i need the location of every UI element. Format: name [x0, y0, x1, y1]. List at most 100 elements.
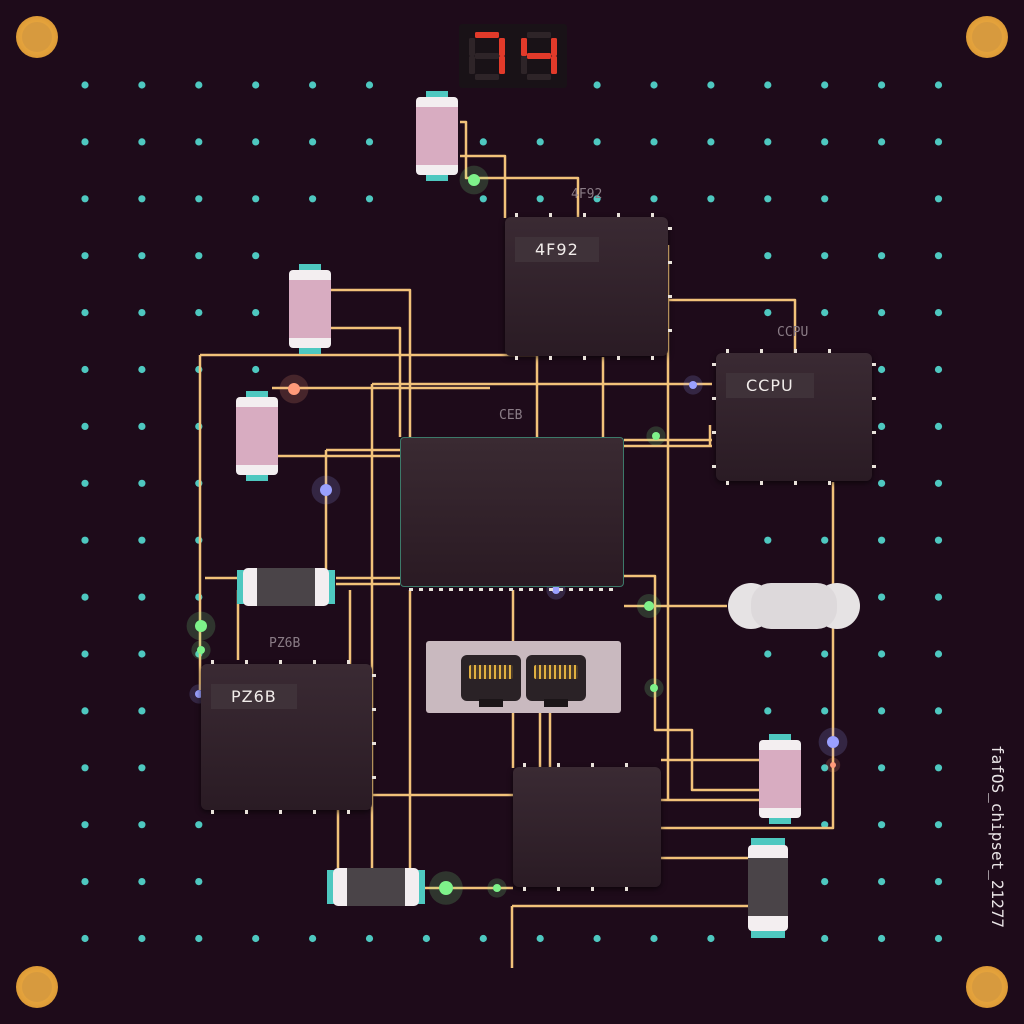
via-icon [252, 309, 260, 317]
capacitor-icon[interactable] [289, 264, 331, 354]
chip-4f92[interactable]: 4F92 [505, 213, 672, 360]
via-icon [934, 593, 943, 601]
via-icon [878, 764, 886, 772]
via-icon [365, 138, 374, 146]
capacitor-icon[interactable] [759, 734, 801, 824]
via-icon [821, 650, 829, 658]
via-icon [934, 707, 943, 715]
chip-main-silkscreen: CEB [499, 408, 523, 423]
via-icon [81, 252, 89, 260]
via-icon [707, 81, 715, 89]
via-icon [821, 81, 829, 89]
seven-segment-digit-icon [475, 74, 499, 80]
via-icon [934, 536, 943, 544]
via-grid [81, 81, 943, 943]
via-icon [764, 195, 772, 203]
via-icon [764, 707, 772, 715]
via-icon [309, 138, 317, 146]
chip-main[interactable] [400, 437, 624, 591]
via-icon [138, 934, 146, 943]
via-icon [878, 707, 886, 715]
seven-segment-digit-icon [527, 53, 551, 59]
led-icon [830, 762, 836, 768]
seven-segment-digit-icon [475, 53, 499, 59]
led-icon [650, 684, 658, 692]
chip-4f92-label: 4F92 [515, 237, 599, 262]
via-icon [650, 934, 658, 943]
cloud-icon[interactable] [727, 582, 861, 630]
via-icon [138, 138, 146, 146]
via-icon [650, 138, 658, 146]
capacitor-icon[interactable] [236, 391, 278, 481]
via-icon [650, 81, 658, 89]
via-icon [81, 309, 89, 317]
rj45-port-icon[interactable] [526, 655, 586, 707]
via-icon [195, 934, 203, 943]
via-icon [81, 764, 89, 772]
via-icon [821, 821, 829, 829]
screw-icon [966, 16, 1008, 58]
resistor-icon[interactable] [327, 868, 425, 906]
via-icon [81, 422, 89, 430]
chip-4f92-silkscreen: 4F92 [571, 187, 603, 202]
via-icon [138, 536, 146, 544]
via-icon [81, 536, 89, 544]
via-icon [821, 309, 829, 317]
via-icon [878, 650, 886, 658]
rj45-port-icon[interactable] [461, 655, 521, 707]
via-icon [934, 195, 943, 203]
via-icon [365, 81, 374, 89]
via-icon [81, 821, 89, 829]
via-icon [934, 479, 943, 487]
seven-segment-digit-icon [475, 32, 499, 38]
via-icon [934, 934, 943, 943]
via-icon [479, 138, 487, 146]
seven-segment-digit-icon [499, 56, 505, 74]
via-icon [138, 479, 146, 487]
chip-ccpu[interactable]: CCPU [712, 349, 876, 485]
resistor-icon[interactable] [748, 838, 788, 938]
capacitor-icon[interactable] [416, 91, 458, 181]
via-icon [536, 138, 544, 146]
via-icon [536, 934, 544, 943]
via-icon [138, 195, 146, 203]
via-icon [252, 252, 260, 260]
chip-pz6b[interactable]: PZ6B [201, 660, 376, 814]
via-icon [252, 934, 260, 943]
via-icon [81, 81, 89, 89]
via-icon [934, 81, 943, 89]
via-icon [138, 764, 146, 772]
score-display: 74 [459, 24, 567, 88]
seven-segment-digit-icon [527, 32, 551, 38]
via-icon [934, 764, 943, 772]
via-icon [138, 650, 146, 658]
via-icon [934, 138, 943, 146]
via-icon [821, 764, 829, 772]
via-icon [650, 195, 658, 203]
via-icon [934, 821, 943, 829]
via-icon [707, 138, 715, 146]
via-icon [934, 309, 943, 317]
via-icon [309, 81, 317, 89]
via-icon [138, 593, 146, 601]
led-layer [186, 165, 848, 905]
seven-segment-digit-icon [521, 38, 527, 56]
resistor-icon[interactable] [237, 568, 335, 606]
via-icon [138, 707, 146, 715]
seven-segment-digit-icon [469, 38, 475, 56]
chip-pz6b-silkscreen: PZ6B [269, 636, 301, 651]
led-icon [689, 381, 697, 389]
via-icon [365, 934, 374, 943]
via-icon [821, 138, 829, 146]
seven-segment-digit-icon [551, 56, 557, 74]
capacitor-layer [236, 91, 801, 938]
chip-bottom[interactable] [513, 763, 661, 891]
seven-segment-digit-icon [469, 56, 475, 74]
via-icon [707, 195, 715, 203]
via-icon [878, 422, 886, 430]
via-icon [81, 138, 89, 146]
chip-ccpu-silkscreen: CCPU [777, 325, 809, 340]
via-icon [81, 365, 89, 374]
via-icon [138, 81, 146, 89]
